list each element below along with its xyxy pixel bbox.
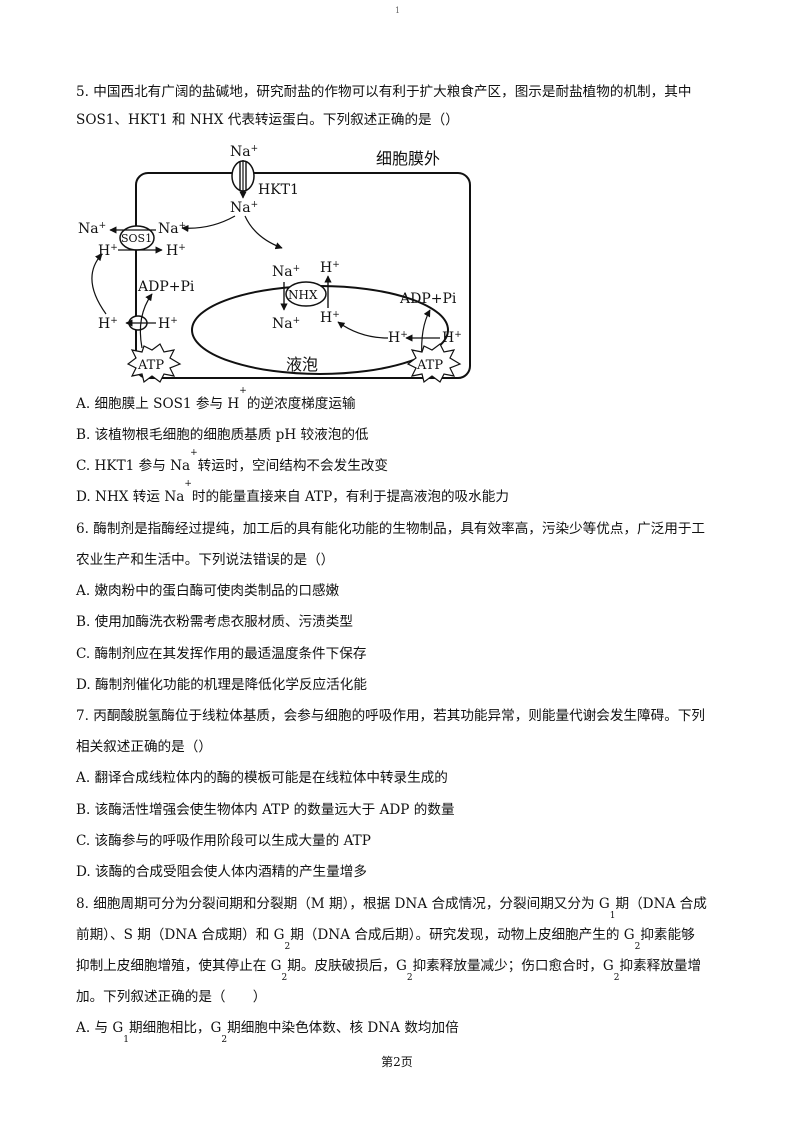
salt-tolerance-diagram: 细胞膜外 Na+ HKT1 Na+ SOS1 Na+ Na+ H+ H+ ADP… xyxy=(78,144,471,384)
outside-cell-label: 细胞膜外 xyxy=(376,149,440,168)
q5-stem-line2: SOS1、HKT1 和 NHX 代表转运蛋白。下列叙述正确的是（） xyxy=(76,112,459,128)
na-nhx-top: Na+ xyxy=(272,264,300,280)
q7-option-b: B. 该酶活性增强会使生物体内 ATP 的数量远大于 ADP 的数量 xyxy=(76,802,455,818)
h-nhx-bottom: H+ xyxy=(320,310,340,326)
atp-burst-right xyxy=(406,343,462,384)
q5-option-d: D. NHX 转运 Na+时的能量直接来自 ATP，有利于提高液泡的吸水能力 xyxy=(76,479,509,506)
hkt1-label: HKT1 xyxy=(258,182,299,198)
q8-stem-line1: 8. 细胞周期可分为分裂间期和分裂期（M 期），根据 DNA 合成情况，分裂间期… xyxy=(76,896,707,921)
atp-left: ATP xyxy=(137,358,164,373)
q8-stem-line4: 加。下列叙述正确的是（ ） xyxy=(76,989,267,1005)
atp-burst-left xyxy=(126,343,182,384)
q8-stem-line3: 抑制上皮细胞增殖，使其停止在 G2期。皮肤破损后，G2抑素释放量减少；伤口愈合时… xyxy=(76,958,702,983)
h-pump-in: H+ xyxy=(158,316,178,332)
q5-option-a: A. 细胞膜上 SOS1 参与 H+的逆浓度梯度运输 xyxy=(76,386,356,413)
na-inside-top: Na+ xyxy=(230,200,258,216)
h-vac-pump-in: H+ xyxy=(388,330,408,346)
q6-option-b: B. 使用加酶洗衣粉需考虑衣服材质、污渍类型 xyxy=(76,614,353,630)
vacuole-label: 液泡 xyxy=(286,355,318,374)
q7-option-c: C. 该酶参与的呼吸作用阶段可以生成大量的 ATP xyxy=(76,833,371,849)
na-sos1-out: Na+ xyxy=(78,221,106,237)
q7-stem-line2: 相关叙述正确的是（） xyxy=(76,739,212,755)
cell-membrane xyxy=(135,172,471,379)
page-mark: 1 xyxy=(395,6,401,15)
na-outside: Na+ xyxy=(230,144,258,160)
q6-option-c: C. 酶制剂应在其发挥作用的最适温度条件下保存 xyxy=(76,646,367,662)
q7-stem-line1: 7. 丙酮酸脱氢酶位于线粒体基质，会参与细胞的呼吸作用，若其功能异常，则能量代谢… xyxy=(76,708,706,724)
q5-stem-line1: 5. 中国西北有广阔的盐碱地，研究耐盐的作物可以有利于扩大粮食产区，图示是耐盐植… xyxy=(76,84,692,100)
h-sos1-out: H+ xyxy=(98,243,118,259)
na-nhx-bottom: Na+ xyxy=(272,316,300,332)
q6-option-d: D. 酶制剂催化功能的机理是降低化学反应活化能 xyxy=(76,677,367,693)
page-footer: 第2页 xyxy=(381,1055,413,1069)
na-sos1-in: Na+ xyxy=(158,221,186,237)
adp-pi-right: ADP+Pi xyxy=(399,291,457,307)
q6-stem-line2: 农业生产和生活中。下列说法错误的是（） xyxy=(76,552,335,568)
q5-option-c: C. HKT1 参与 Na+转运时，空间结构不会发生改变 xyxy=(76,448,388,475)
sos1-label: SOS1 xyxy=(121,232,152,245)
q6-stem-line1: 6. 酶制剂是指酶经过提纯，加工后的具有能化功能的生物制品，具有效率高，污染少等… xyxy=(76,521,706,537)
q7-option-a: A. 翻译合成线粒体内的酶的模板可能是在线粒体中转录生成的 xyxy=(76,770,448,786)
adp-pi-left: ADP+Pi xyxy=(137,279,195,295)
q8-stem-line2: 前期）、S 期（DNA 合成期）和 G2期（DNA 合成后期）。研究发现，动物上… xyxy=(76,927,695,952)
q5-option-b: B. 该植物根毛细胞的细胞质基质 pH 较液泡的低 xyxy=(76,427,369,443)
q8-option-a: A. 与 G1期细胞相比，G2期细胞中染色体数、核 DNA 数均加倍 xyxy=(76,1020,459,1045)
h-pump-out: H+ xyxy=(98,316,118,332)
h-nhx-top: H+ xyxy=(320,260,340,276)
h-vac-pump-out: H+ xyxy=(442,330,462,346)
h-sos1-in: H+ xyxy=(166,243,186,259)
q7-option-d: D. 该酶的合成受阻会使人体内酒精的产生量增多 xyxy=(76,864,367,880)
atp-right: ATP xyxy=(416,358,443,373)
q6-option-a: A. 嫩肉粉中的蛋白酶可使肉类制品的口感嫩 xyxy=(76,583,340,599)
nhx-label: NHX xyxy=(288,288,318,302)
